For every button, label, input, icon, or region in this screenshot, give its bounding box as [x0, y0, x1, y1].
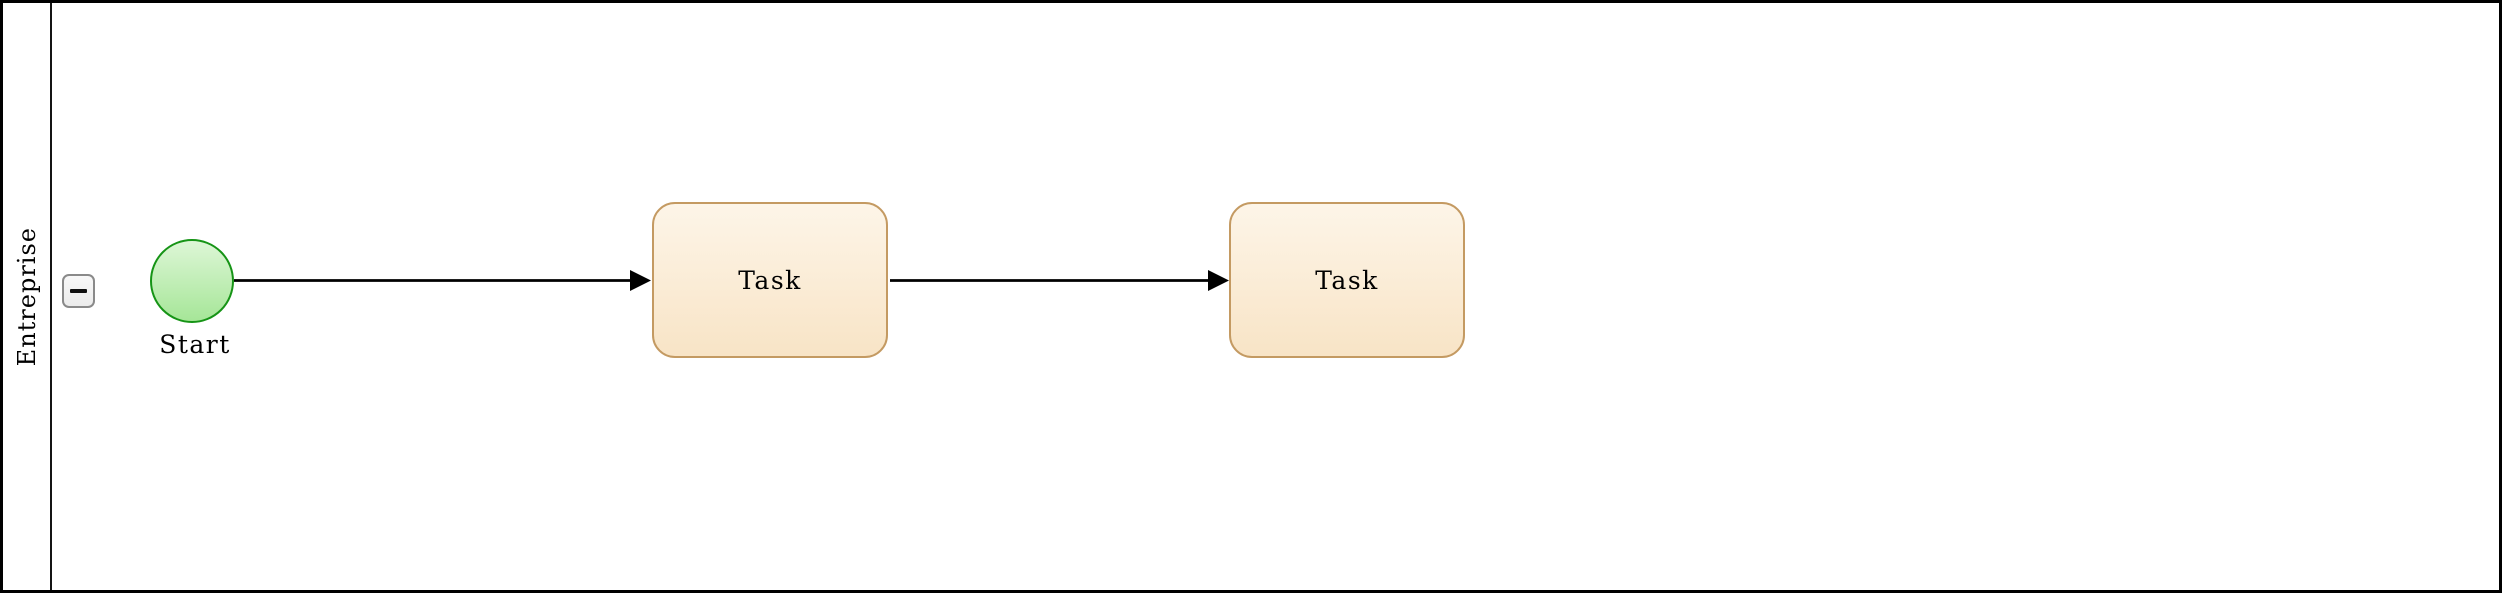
minus-icon — [70, 288, 87, 294]
task-2[interactable]: Task — [1229, 202, 1465, 358]
pool-label: Entreprise — [12, 226, 41, 367]
task-1[interactable]: Task — [652, 202, 888, 358]
task-2-label: Task — [1315, 265, 1379, 295]
start-event-label: Start — [159, 330, 231, 359]
pool-collapse-button[interactable] — [62, 274, 95, 308]
task-1-label: Task — [738, 265, 802, 295]
start-event[interactable] — [150, 239, 234, 323]
pool-label-band[interactable]: Entreprise — [3, 3, 52, 590]
